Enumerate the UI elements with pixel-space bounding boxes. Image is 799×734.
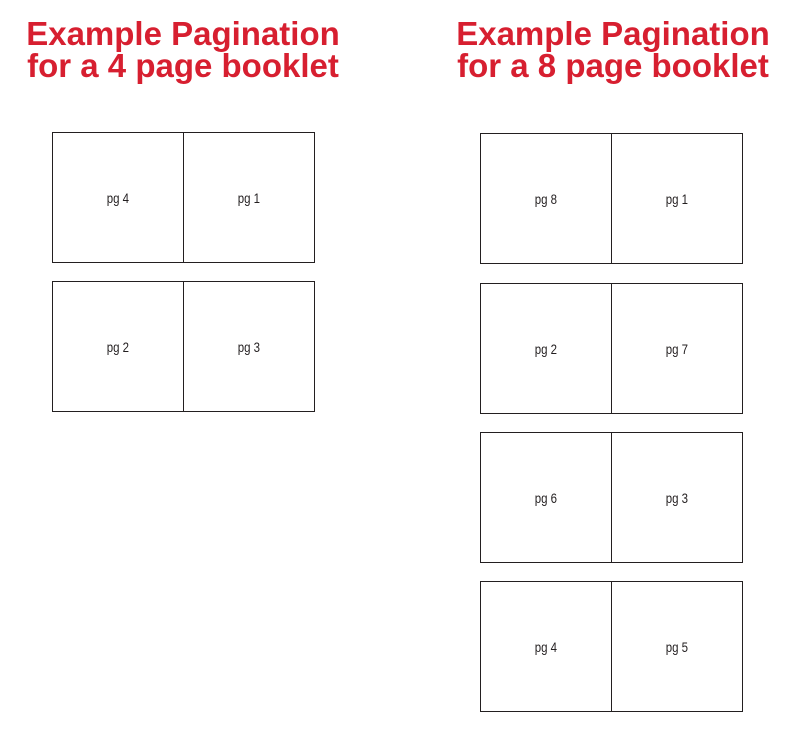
page-left: pg 4	[106, 189, 130, 206]
page-left: pg 4	[534, 638, 558, 655]
fold-line	[182, 133, 185, 262]
title-line-2: for a 8 page booklet	[457, 47, 769, 84]
title-line-1: Example Pagination	[456, 15, 770, 52]
page-left: pg 6	[534, 489, 558, 506]
page-left: pg 2	[106, 338, 130, 355]
page-left: pg 2	[534, 340, 558, 357]
booklet-title: Example Pagination for a 4 page booklet	[2, 15, 364, 84]
title-line-2: for a 4 page booklet	[27, 47, 339, 84]
page-right: pg 3	[237, 338, 261, 355]
spread-2: pg 2 pg 7	[480, 283, 743, 414]
page-right: pg 1	[665, 190, 689, 207]
spread-3: pg 6 pg 3	[480, 432, 743, 563]
spread-2: pg 2 pg 3	[52, 281, 315, 412]
page-right: pg 5	[665, 638, 689, 655]
page-right: pg 7	[665, 340, 689, 357]
fold-line	[610, 284, 613, 413]
spread-1: pg 4 pg 1	[52, 132, 315, 263]
booklet-title: Example Pagination for a 8 page booklet	[432, 15, 794, 84]
page-right: pg 1	[237, 189, 261, 206]
title-line-1: Example Pagination	[26, 15, 340, 52]
spread-1: pg 8 pg 1	[480, 133, 743, 264]
spread-4: pg 4 pg 5	[480, 581, 743, 712]
fold-line	[182, 282, 185, 411]
fold-line	[610, 582, 613, 711]
fold-line	[610, 134, 613, 263]
page-left: pg 8	[534, 190, 558, 207]
fold-line	[610, 433, 613, 562]
page-right: pg 3	[665, 489, 689, 506]
